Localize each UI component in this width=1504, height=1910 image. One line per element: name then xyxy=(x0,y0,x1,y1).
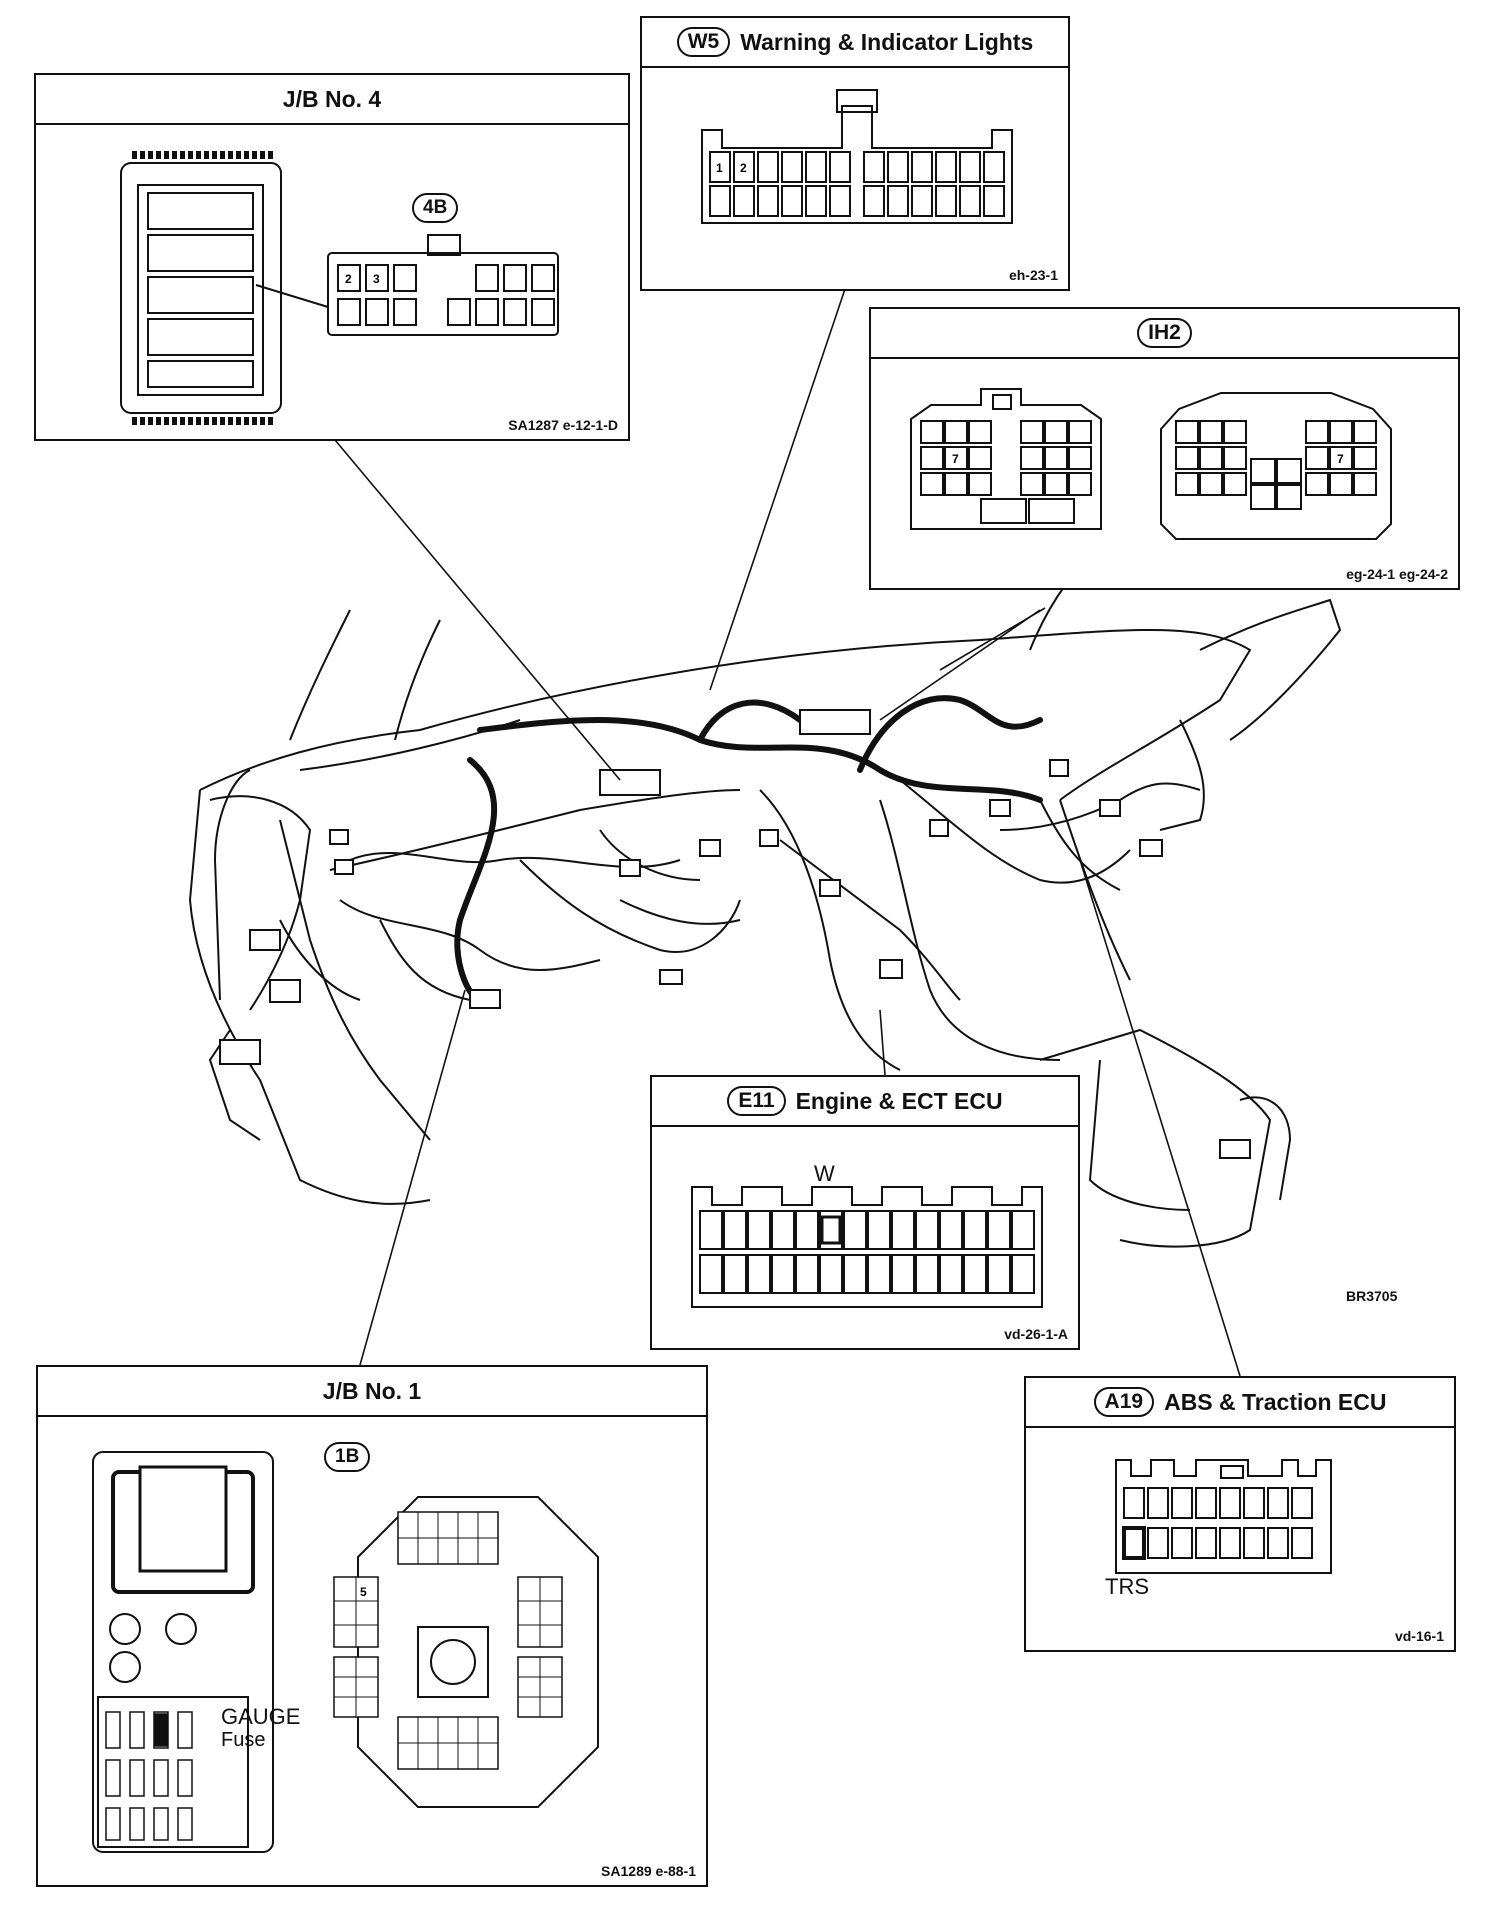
a19-connector-drawing xyxy=(1115,1459,1332,1574)
panel-ref-code: SA1289 e-88-1 xyxy=(601,1863,696,1879)
fuse-label-gauge: GAUGE xyxy=(221,1704,301,1729)
panel-e11-engine-ecu: E11 Engine & ECT ECU W vd-26-1-A xyxy=(650,1075,1080,1350)
w5-pin-2: 2 xyxy=(740,161,747,175)
jb4-connector-drawing: 2 3 xyxy=(120,151,559,425)
panel-ref-code: eg-24-1 eg-24-2 xyxy=(1346,566,1448,582)
jb4-pin-3: 3 xyxy=(373,272,380,286)
connector-code-w5: W5 xyxy=(676,27,731,57)
ih2-pin-7-left: 7 xyxy=(952,452,959,466)
panel-title: W5 Warning & Indicator Lights xyxy=(642,18,1068,68)
panel-jb-no1: J/B No. 1 xyxy=(36,1365,708,1887)
panel-jb-no4: J/B No. 4 2 3 4B SA1287 e-12-1-D xyxy=(34,73,630,441)
panel-ref-code: eh-23-1 xyxy=(1008,267,1058,283)
pin-label-trs: TRS xyxy=(1105,1574,1149,1599)
connector-code-a19: A19 xyxy=(1093,1387,1155,1417)
panel-title: J/B No. 4 xyxy=(36,75,628,125)
panel-ref-code: vd-16-1 xyxy=(1394,1628,1444,1644)
w5-pin-1: 1 xyxy=(716,161,723,175)
panel-title-text: ABS & Traction ECU xyxy=(1164,1388,1387,1415)
connector-code-ih2: IH2 xyxy=(1137,318,1192,348)
fuse-label-fuse: Fuse xyxy=(221,1729,266,1751)
panel-title: A19 ABS & Traction ECU xyxy=(1026,1378,1454,1428)
pin-label-w: W xyxy=(814,1161,835,1186)
e11-connector-drawing xyxy=(691,1186,1043,1308)
connector-code-1b: 1B xyxy=(324,1442,371,1472)
panel-title: E11 Engine & ECT ECU xyxy=(652,1077,1078,1127)
connector-code-e11: E11 xyxy=(727,1086,786,1116)
panel-ref-code: SA1287 e-12-1-D xyxy=(508,417,618,433)
panel-title-text: Engine & ECT ECU xyxy=(795,1087,1003,1114)
connector-code-4b: 4B xyxy=(412,193,459,223)
jb1-connector-drawing: 5 xyxy=(92,1451,599,1853)
panel-title-text: Warning & Indicator Lights xyxy=(740,28,1034,55)
diagram-code: BR3705 xyxy=(1346,1288,1398,1304)
w5-connector-drawing: 1 2 xyxy=(701,89,1013,224)
jb4-pin-2: 2 xyxy=(345,272,352,286)
ih2-connector-drawing: 7 7 xyxy=(910,388,1392,540)
panel-w5-warning-lights: W5 Warning & Indicator Lights 1 2 eh-23-… xyxy=(640,16,1070,291)
panel-a19-abs-ecu: A19 ABS & Traction ECU TRS vd-16-1 xyxy=(1024,1376,1456,1652)
ih2-pin-7-right: 7 xyxy=(1337,452,1344,466)
jb1-pin-5: 5 xyxy=(360,1585,367,1599)
panel-title: J/B No. 1 xyxy=(38,1367,706,1417)
panel-ref-code: vd-26-1-A xyxy=(1004,1326,1068,1342)
panel-title: IH2 xyxy=(871,309,1458,359)
panel-ih2: IH2 7 7 eg-24-1 eg-24-2 xyxy=(869,307,1460,590)
